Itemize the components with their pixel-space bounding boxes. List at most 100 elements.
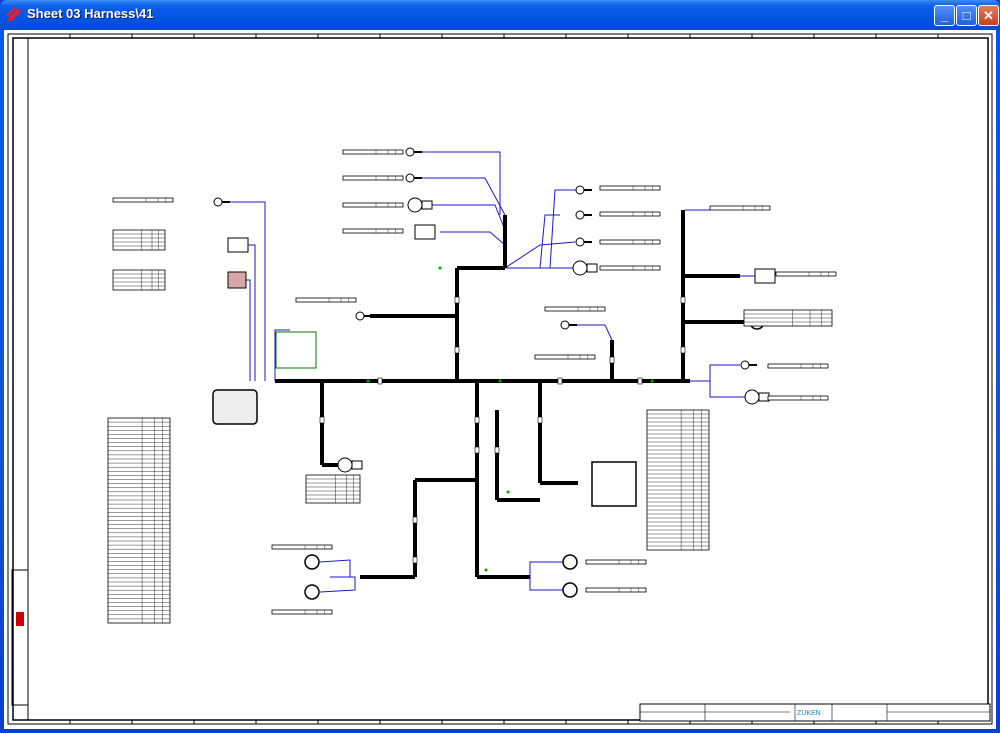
wire <box>505 189 580 269</box>
bundle-label <box>609 356 615 364</box>
connector-table <box>112 197 174 203</box>
module-connector <box>591 461 637 507</box>
connector-table <box>599 265 661 271</box>
bundle-label <box>680 296 686 304</box>
title-block: ZUKEN <box>639 703 991 722</box>
bundle-label <box>494 446 500 454</box>
ring-terminal <box>560 320 570 330</box>
node-marker <box>506 490 510 494</box>
node-marker <box>650 379 654 383</box>
bundle-label <box>454 296 460 304</box>
connector-table <box>775 271 837 277</box>
wire <box>690 364 740 382</box>
sheet-border-outer <box>7 33 993 725</box>
connector-table <box>585 587 647 593</box>
bundle-label <box>412 516 418 524</box>
app-icon <box>6 7 21 22</box>
connector-round <box>562 582 578 598</box>
relay-connector <box>227 271 247 289</box>
wire <box>240 244 256 381</box>
connector-table <box>271 544 333 550</box>
components <box>212 147 776 600</box>
node-marker <box>484 568 488 572</box>
connector-body <box>758 392 770 402</box>
node-marker <box>438 266 442 270</box>
maximize-button[interactable]: □ <box>956 5 977 26</box>
wire <box>440 231 506 246</box>
fuse-box <box>275 331 317 369</box>
title-bar[interactable]: Sheet 03 Harness\41 _ □ ✕ <box>0 0 1000 30</box>
wire <box>240 279 251 381</box>
bundle-label <box>319 416 325 424</box>
connector-table <box>585 559 647 565</box>
bundle-label <box>377 377 383 385</box>
connector-box <box>414 224 436 240</box>
connector-table <box>767 395 829 401</box>
minimize-button[interactable]: _ <box>934 5 955 26</box>
harness-drawing: ZUKEN <box>7 33 993 725</box>
connector-table <box>767 363 829 369</box>
bundle-label <box>454 346 460 354</box>
ring-terminal <box>405 173 415 183</box>
connector-table <box>342 202 404 208</box>
connector-box <box>754 268 776 284</box>
ring-terminal <box>405 147 415 157</box>
sheet-border-inner <box>12 37 989 721</box>
connector-table <box>544 306 606 312</box>
ring-terminal <box>740 360 750 370</box>
connector-table <box>599 211 661 217</box>
connector-round <box>744 389 760 405</box>
connector-round <box>572 260 588 276</box>
wire <box>575 324 613 341</box>
drawing-canvas[interactable]: ZUKEN <box>4 30 996 729</box>
connector-round <box>304 584 320 600</box>
wire <box>420 177 506 216</box>
connector-table <box>305 474 361 504</box>
connector-box <box>227 237 249 253</box>
bundle-label <box>474 416 480 424</box>
connector-table <box>112 229 166 251</box>
connector-table <box>599 185 661 191</box>
window-title: Sheet 03 Harness\41 <box>27 6 154 21</box>
bundle-label <box>680 346 686 354</box>
wire <box>225 201 266 381</box>
connector-round <box>337 457 353 473</box>
wire <box>319 559 351 578</box>
wire <box>420 204 506 231</box>
wire <box>319 576 356 593</box>
ring-terminal <box>575 237 585 247</box>
connector-round <box>304 554 320 570</box>
ring-terminal <box>213 197 223 207</box>
bundle-label <box>537 416 543 424</box>
connector-round <box>562 554 578 570</box>
connector-table <box>599 239 661 245</box>
connector-table <box>342 228 404 234</box>
connector-table <box>271 609 333 615</box>
bundle-label <box>637 377 643 385</box>
node-marker <box>498 379 502 383</box>
wire <box>274 329 290 381</box>
zuken-logo: ZUKEN <box>797 710 821 717</box>
wire <box>709 381 745 398</box>
wire <box>504 241 576 269</box>
side-title-strip <box>11 569 29 706</box>
wire <box>529 561 565 577</box>
side-logo <box>16 612 24 626</box>
bundle-label <box>474 446 480 454</box>
wire <box>529 577 565 591</box>
connector-table <box>112 269 166 291</box>
ecu-connector <box>212 389 258 425</box>
connector-body <box>351 460 363 470</box>
connector-tables <box>107 149 837 624</box>
ring-terminal <box>355 311 365 321</box>
connector-table <box>342 175 404 181</box>
bundle-label <box>557 377 563 385</box>
bundle-label <box>412 556 418 564</box>
connector-body <box>586 263 598 273</box>
connector-table <box>709 205 771 211</box>
close-button[interactable]: ✕ <box>978 5 999 26</box>
harness-bundles <box>275 210 745 579</box>
connector-table <box>534 354 596 360</box>
ring-terminal <box>575 210 585 220</box>
